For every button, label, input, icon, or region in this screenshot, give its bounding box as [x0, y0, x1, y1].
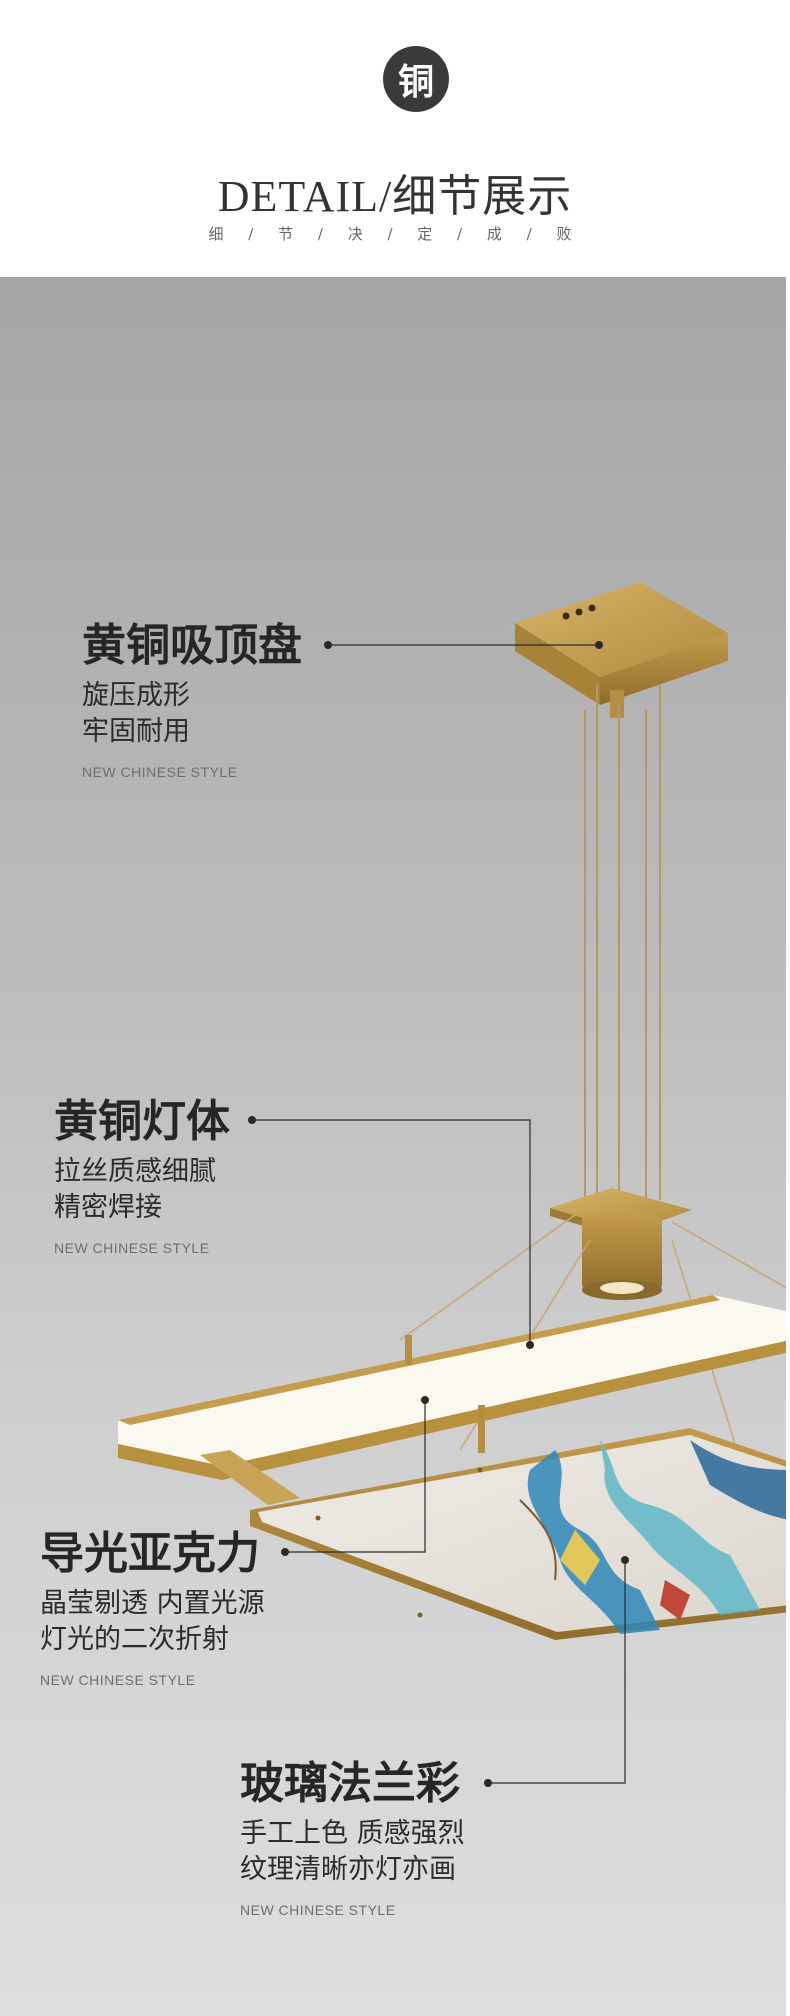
feature-line: 晶莹剔透 内置光源 [40, 1588, 265, 1619]
leader-dots [248, 641, 629, 1787]
page-title: DETAIL/细节展示 [217, 172, 573, 221]
feature-title: 黄铜灯体 [54, 1096, 230, 1147]
feature-en-label: NEW CHINESE STYLE [54, 1240, 210, 1256]
product-photo [0, 277, 790, 2016]
feature-en-label: NEW CHINESE STYLE [82, 764, 238, 780]
copper-badge: 铜 [383, 46, 449, 112]
feature-title: 玻璃法兰彩 [240, 1758, 460, 1809]
page-subtitle: 细 / 节 / 决 / 定 / 成 / 败 [208, 225, 582, 243]
painted-glass-panel [250, 1405, 790, 1640]
feature-line: 牢固耐用 [82, 716, 190, 747]
feature-title: 导光亚克力 [40, 1528, 260, 1579]
feature-line: 纹理清晰亦灯亦画 [240, 1854, 456, 1885]
feature-line: 精密焊接 [54, 1192, 162, 1223]
acrylic-frame [118, 1295, 790, 1505]
feature-line: 灯光的二次折射 [40, 1624, 229, 1655]
feature-title: 黄铜吸顶盘 [82, 620, 302, 671]
header: 铜 DETAIL/细节展示 细 / 节 / 决 / 定 / 成 / 败 [0, 0, 790, 277]
feature-glass: 玻璃法兰彩 手工上色 质感强烈 纹理清晰亦灯亦画 NEW CHINESE STY… [240, 1758, 465, 1918]
chandelier-illustration [118, 582, 790, 1787]
feature-line: 拉丝质感细腻 [54, 1156, 216, 1187]
feature-en-label: NEW CHINESE STYLE [240, 1902, 396, 1918]
ceiling-canopy [515, 582, 728, 718]
feature-acrylic: 导光亚克力 晶莹剔透 内置光源 灯光的二次折射 NEW CHINESE STYL… [40, 1528, 265, 1688]
feature-canopy: 黄铜吸顶盘 旋压成形 牢固耐用 NEW CHINESE STYLE [82, 620, 302, 780]
right-edge-strip [786, 277, 790, 2016]
suspension-rods [584, 685, 661, 1200]
feature-line: 手工上色 质感强烈 [240, 1818, 465, 1849]
feature-en-label: NEW CHINESE STYLE [40, 1672, 196, 1688]
spotlight-body [550, 1188, 692, 1300]
leader-lines [252, 644, 626, 1784]
feature-line: 旋压成形 [82, 680, 190, 711]
feature-lamp-body: 黄铜灯体 拉丝质感细腻 精密焊接 NEW CHINESE STYLE [54, 1096, 230, 1256]
